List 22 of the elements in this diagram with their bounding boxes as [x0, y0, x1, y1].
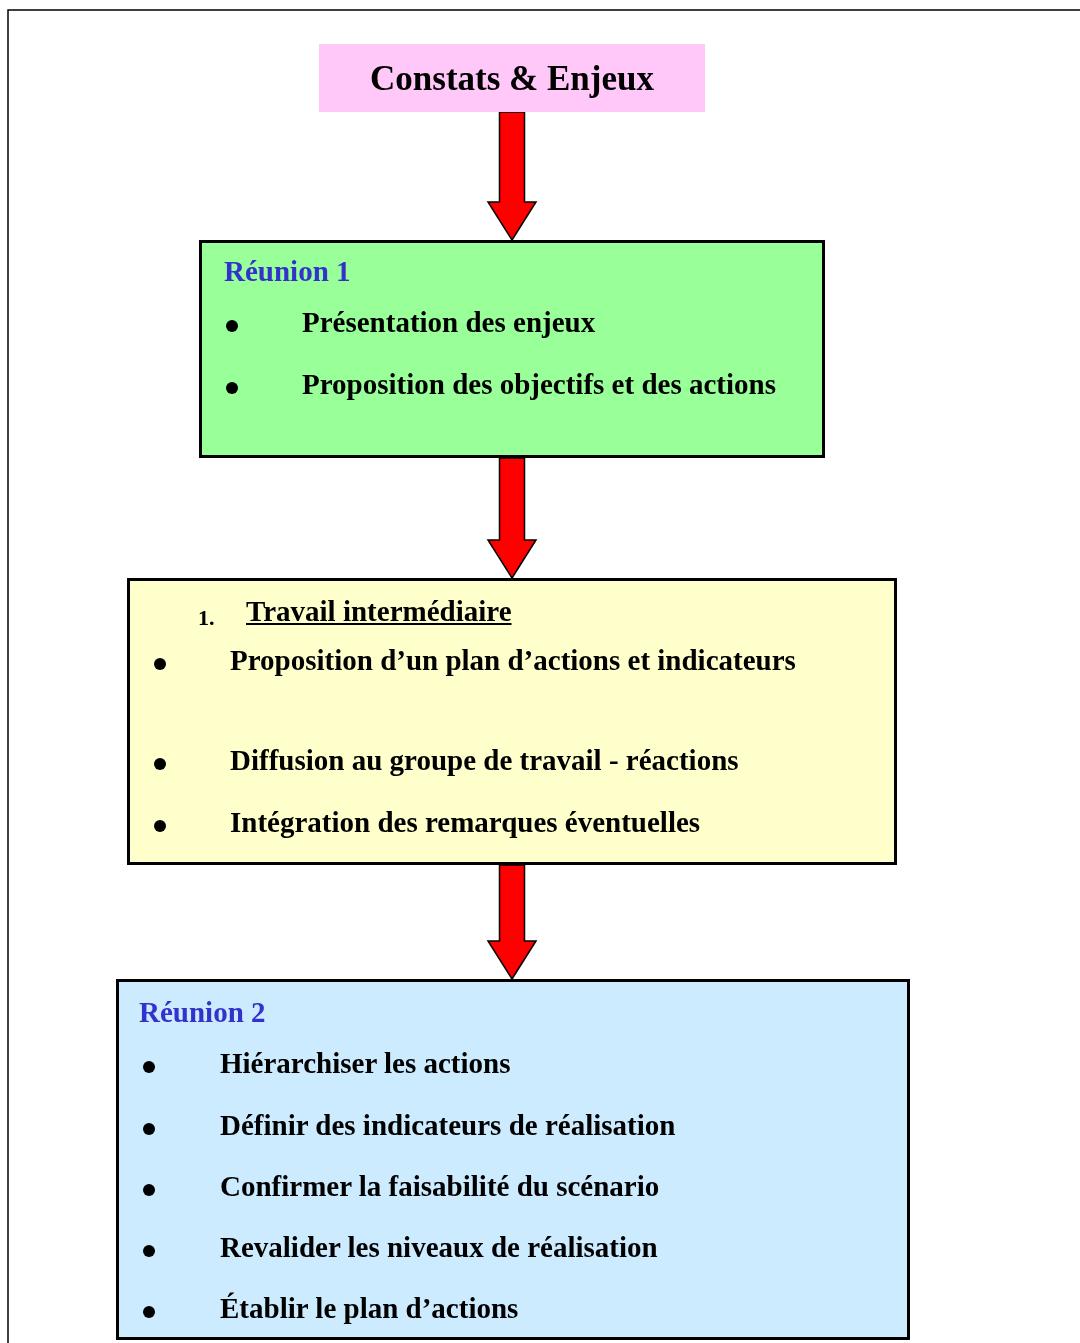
down-arrow — [486, 111, 538, 242]
box-label: Constats & Enjeux — [369, 59, 655, 99]
section-heading: Travail intermédiaire — [246, 595, 512, 628]
bullet-item: Intégration des remarques éventuelles — [230, 805, 702, 840]
list-number: 1. — [198, 605, 215, 631]
meeting-heading: Réunion 2 — [139, 996, 266, 1029]
meeting-heading: Réunion 1 — [224, 255, 351, 288]
bullet-item: Établir le plan d’actions — [220, 1291, 520, 1326]
down-arrow — [486, 864, 538, 981]
bullet-item: Présentation des enjeux — [302, 305, 597, 340]
bullet-item: Définir des indicateurs de réalisation — [220, 1108, 677, 1143]
bullet-item: Diffusion au groupe de travail - réactions — [230, 743, 740, 778]
step-box — [127, 578, 897, 865]
bullet-item: Confirmer la faisabilité du scénario — [220, 1169, 661, 1204]
bullet-item: Revalider les niveaux de réalisation — [220, 1230, 659, 1265]
bullet-item: Proposition d’un plan d’actions et indicateurs — [230, 643, 797, 678]
step-box — [116, 979, 910, 1340]
bullet-item: Hiérarchiser les actions — [220, 1046, 512, 1081]
bullet-item: Proposition des objectifs et des actions — [302, 367, 777, 402]
down-arrow — [486, 457, 538, 580]
step-box — [199, 240, 825, 458]
title-box — [319, 44, 705, 112]
